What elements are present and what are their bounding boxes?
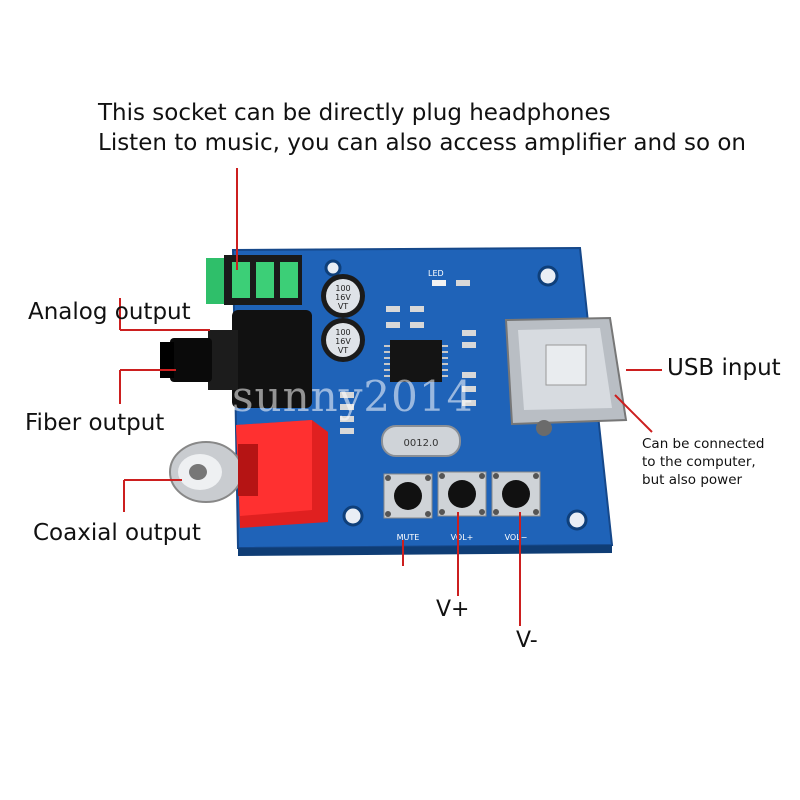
svg-text:100: 100 (335, 328, 350, 337)
usb-input-label: USB input (667, 355, 781, 381)
svg-text:MUTE: MUTE (397, 533, 420, 542)
mounting-hole (342, 505, 364, 527)
svg-text:VOL−: VOL− (505, 533, 528, 542)
usb-note-line-1: Can be connected (642, 436, 765, 452)
analog-output-label: Analog output (28, 299, 191, 325)
usb-note-line-3: but also power (642, 472, 743, 488)
v-minus-label: V- (516, 628, 538, 653)
v-plus-label: V+ (436, 597, 470, 622)
vol-plus-switch: VOL+ (437, 471, 487, 542)
usb-b-port (504, 316, 628, 436)
usb-note-line-2: to the computer, (642, 454, 756, 470)
svg-text:VOL+: VOL+ (451, 533, 474, 542)
crystal-oscillator: 0012.0 (381, 425, 461, 457)
svg-text:VT: VT (338, 302, 348, 311)
mute-switch: MUTE (383, 473, 433, 542)
mounting-hole (324, 259, 342, 277)
led-label: LED (428, 269, 444, 278)
rca-jack (169, 420, 328, 528)
caption-line-2: Listen to music, you can also access amp… (98, 130, 747, 156)
dac-chip (384, 340, 448, 382)
watermark: sunny2014 (232, 372, 475, 421)
svg-text:VT: VT (338, 346, 348, 355)
audio-jack (206, 255, 302, 305)
callout-lines (119, 168, 662, 626)
svg-text:16V: 16V (335, 293, 351, 302)
fiber-output-label: Fiber output (25, 410, 165, 436)
optical-jack (160, 310, 312, 408)
capacitor: 100 16V VT (321, 274, 365, 318)
svg-text:0012.0: 0012.0 (404, 438, 439, 449)
coaxial-output-label: Coaxial output (33, 520, 201, 546)
mounting-hole (537, 265, 559, 287)
mounting-hole (566, 509, 588, 531)
caption-line-1: This socket can be directly plug headpho… (98, 100, 611, 126)
svg-text:16V: 16V (335, 337, 351, 346)
vol-minus-switch: VOL− (491, 471, 541, 542)
capacitor: 100 16V VT (321, 318, 365, 362)
svg-text:100: 100 (335, 284, 350, 293)
